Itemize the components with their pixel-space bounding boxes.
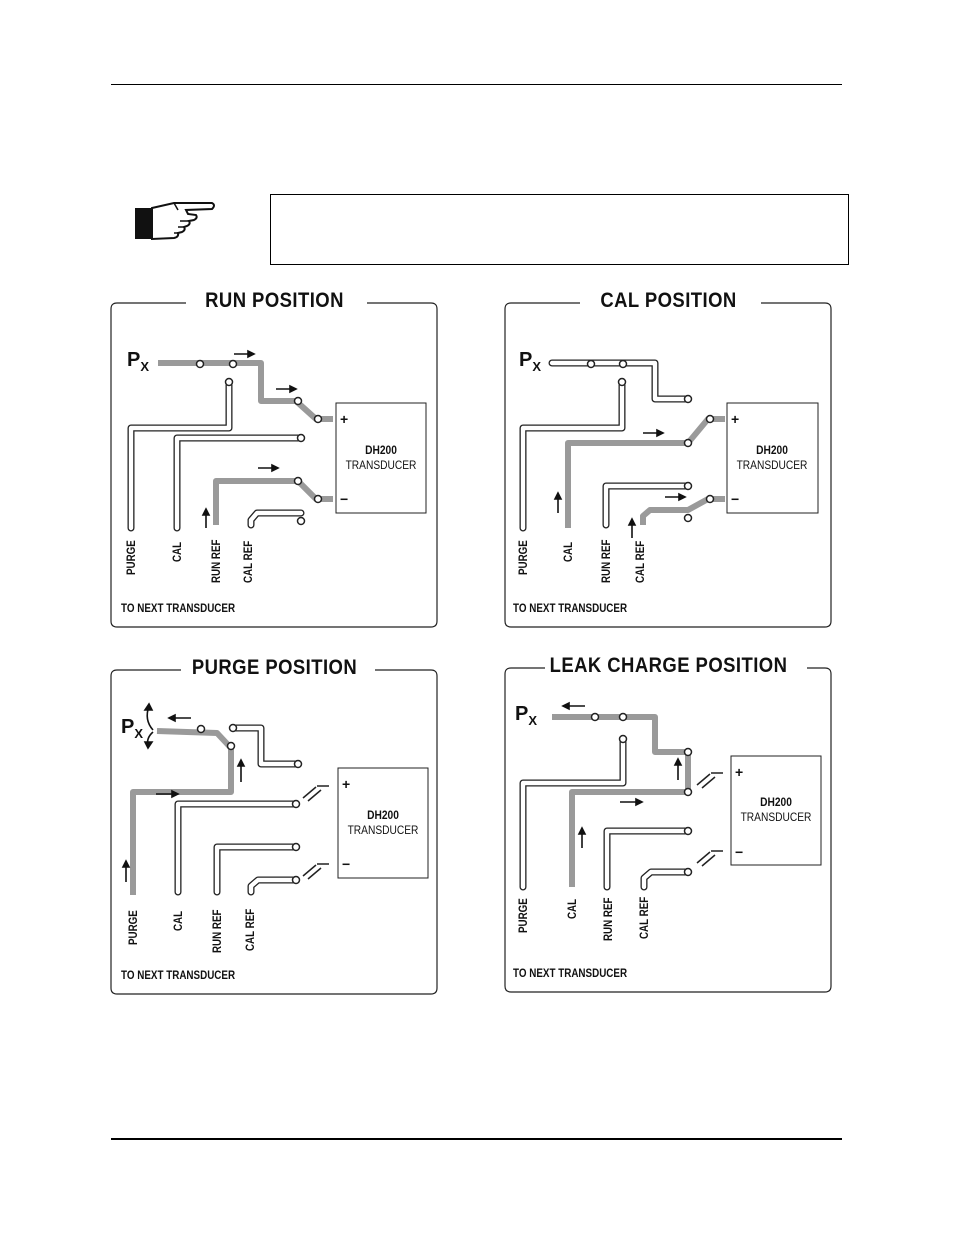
cal-ref-label: CAL REF bbox=[243, 540, 255, 583]
plus-sign: + bbox=[731, 411, 740, 427]
purge-label: PURGE bbox=[128, 910, 140, 945]
purge-label: PURGE bbox=[518, 540, 530, 575]
cal-label: CAL bbox=[567, 898, 579, 919]
px-label: PX bbox=[515, 703, 538, 728]
panel-title: CAL POSITION bbox=[600, 289, 737, 312]
cal-label: CAL bbox=[563, 541, 575, 562]
run-ref-label: RUN REF bbox=[211, 539, 223, 583]
cal-ref-label: CAL REF bbox=[245, 908, 257, 951]
to-next-transducer-label: TO NEXT TRANSDUCER bbox=[121, 968, 236, 982]
panel-title: PURGE POSITION bbox=[191, 656, 358, 679]
purge-label: PURGE bbox=[518, 898, 530, 933]
run-ref-label: RUN REF bbox=[603, 897, 615, 941]
cal-ref-label: CAL REF bbox=[635, 540, 647, 583]
to-next-transducer-label: TO NEXT TRANSDUCER bbox=[513, 601, 628, 615]
minus-sign: − bbox=[731, 491, 740, 507]
to-next-transducer-label: TO NEXT TRANSDUCER bbox=[121, 601, 236, 615]
plus-sign: + bbox=[735, 764, 744, 780]
minus-sign: − bbox=[735, 844, 744, 860]
plus-sign: + bbox=[340, 411, 349, 427]
to-next-transducer-label: TO NEXT TRANSDUCER bbox=[513, 966, 628, 980]
cal-label: CAL bbox=[173, 910, 185, 931]
px-label: PX bbox=[127, 349, 150, 374]
cal-ref-label: CAL REF bbox=[639, 896, 651, 939]
cal-label: CAL bbox=[172, 541, 184, 562]
px-label: PX bbox=[519, 349, 542, 374]
minus-sign: − bbox=[340, 491, 349, 507]
px-label: PX bbox=[121, 716, 144, 741]
run-ref-label: RUN REF bbox=[212, 909, 224, 953]
panel-title: RUN POSITION bbox=[205, 289, 344, 312]
minus-sign: − bbox=[342, 856, 351, 872]
header-rule bbox=[111, 84, 842, 85]
run-ref-label: RUN REF bbox=[601, 539, 613, 583]
footer-rule bbox=[111, 1138, 842, 1140]
purge-label: PURGE bbox=[126, 540, 138, 575]
note-box bbox=[270, 194, 849, 265]
plus-sign: + bbox=[342, 776, 351, 792]
pointing-hand-icon bbox=[135, 202, 215, 241]
panel-title: LEAK CHARGE POSITION bbox=[549, 654, 788, 677]
